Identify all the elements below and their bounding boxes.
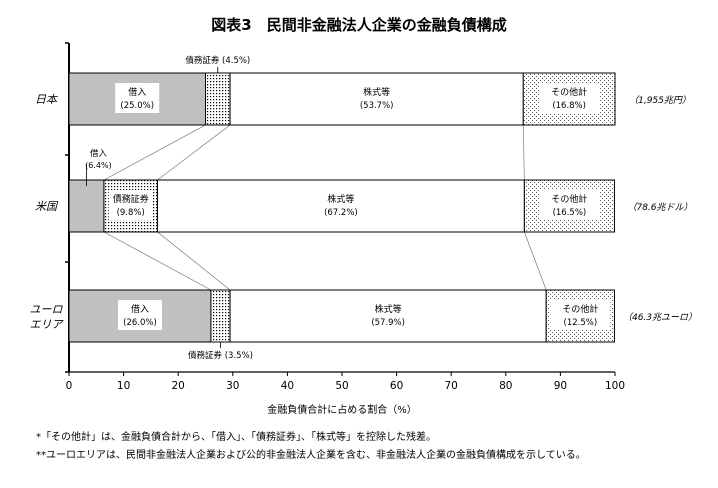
segment-name-label: 借入 bbox=[128, 86, 146, 98]
segment-label-box bbox=[354, 83, 399, 113]
footnote-euro-area: **ユーロエリアは、民間非金融法人企業および公的非金融法人企業を含む、非金融法人… bbox=[36, 450, 586, 461]
connector-lines bbox=[103, 124, 547, 291]
x-tick-label: 0 bbox=[66, 380, 73, 392]
segment-outside-name-label: 借入 bbox=[90, 148, 108, 159]
connector-line bbox=[522, 124, 525, 181]
segment-value-label: (16.5%) bbox=[553, 208, 587, 218]
segment-labels: 借入 (25.0%) 債務証券 (4.5%) 株式等 (53.7%) その他計 (16.8%… bbox=[85, 55, 611, 361]
chart-title: 図表3 民間非金融法人企業の金融負債構成 bbox=[211, 16, 506, 34]
category-total-label: （78.6兆ドル） bbox=[627, 202, 692, 213]
segment-label-box bbox=[550, 300, 611, 330]
x-tick-label: 80 bbox=[499, 380, 512, 392]
segment-label-box bbox=[108, 190, 153, 220]
segment-name-label: 債務証券 bbox=[113, 193, 149, 205]
category-labels: 日本 （1,955兆円） 米国 （78.6兆ドル） ユーロエリア （46.3兆ユーロ） bbox=[30, 93, 698, 331]
segment-outside-label: 債務証券 (4.5%) bbox=[185, 55, 250, 66]
category-label: ユーロ bbox=[30, 303, 64, 316]
x-tick-label: 20 bbox=[172, 380, 185, 392]
segment-outside-label: 債務証券 (3.5%) bbox=[188, 350, 253, 361]
segment-label-box bbox=[117, 300, 162, 330]
x-tick-label: 50 bbox=[335, 380, 348, 392]
x-tick-label: 30 bbox=[226, 380, 239, 392]
connector-line bbox=[103, 124, 206, 181]
x-tick-label: 90 bbox=[554, 380, 567, 392]
segment-name-label: 株式等 bbox=[375, 303, 402, 315]
x-axis-ticks: 0 10 20 30 40 50 60 70 80 90 100 bbox=[66, 372, 625, 392]
x-tick-label: 70 bbox=[445, 380, 458, 392]
segment-name-label: その他計 bbox=[551, 193, 587, 205]
category-label: エリア bbox=[30, 318, 65, 331]
segment-value-label: (9.8%) bbox=[117, 208, 145, 218]
category-label: 米国 bbox=[35, 200, 59, 213]
segment-value-label: (16.8%) bbox=[552, 101, 586, 111]
segment-value-label: (26.0%) bbox=[123, 318, 157, 328]
segment-outside-value-label: (6.4%) bbox=[85, 161, 112, 170]
segment-label-box bbox=[115, 83, 160, 113]
x-tick-label: 40 bbox=[281, 380, 294, 392]
connector-line bbox=[524, 231, 547, 291]
connector-line bbox=[157, 124, 231, 181]
segment-label-box bbox=[539, 83, 600, 113]
connector-line bbox=[157, 231, 231, 291]
category-label: 日本 bbox=[35, 93, 59, 106]
segment-label-box bbox=[366, 300, 411, 330]
x-tick-label: 60 bbox=[390, 380, 403, 392]
x-tick-label: 10 bbox=[117, 380, 130, 392]
category-total-label: （1,955兆円） bbox=[629, 95, 691, 106]
segment-name-label: 株式等 bbox=[327, 193, 354, 205]
segment-label-box bbox=[318, 190, 363, 220]
x-tick-label: 100 bbox=[605, 380, 625, 392]
footnote-other-total: *「その他計」は、金融負債合計から、「借入」、「債務証券」、「株式等」を控除した… bbox=[36, 432, 436, 443]
segment-name-label: 借入 bbox=[131, 303, 149, 315]
connector-line bbox=[103, 231, 212, 291]
segment-value-label: (67.2%) bbox=[324, 208, 358, 218]
segment-label-box bbox=[539, 190, 600, 220]
x-axis-label: 金融負債合計に占める割合（%） bbox=[267, 403, 417, 416]
bar-segment bbox=[210, 289, 231, 343]
bar-segment bbox=[68, 179, 105, 233]
segment-value-label: (57.9%) bbox=[371, 318, 405, 328]
category-total-label: （46.3兆ユーロ） bbox=[623, 312, 697, 323]
segment-name-label: 株式等 bbox=[363, 86, 390, 98]
bar-segment bbox=[205, 72, 231, 126]
segment-value-label: (25.0%) bbox=[120, 101, 154, 111]
segment-value-label: (53.7%) bbox=[360, 101, 394, 111]
bar-segment bbox=[229, 72, 524, 126]
segment-name-label: その他計 bbox=[562, 303, 598, 315]
segment-value-label: (12.5%) bbox=[564, 318, 598, 328]
segment-name-label: その他計 bbox=[551, 86, 587, 98]
